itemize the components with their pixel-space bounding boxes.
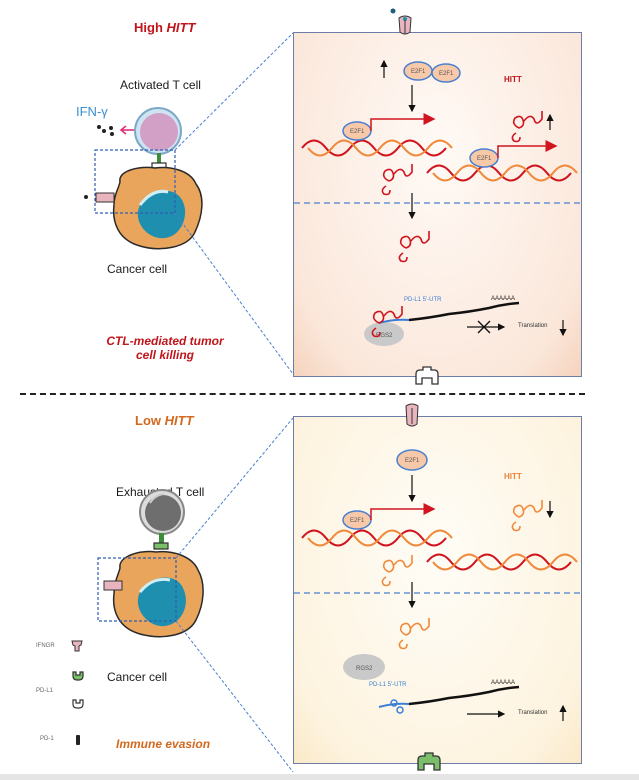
zoom-line-bottom-lower <box>175 620 294 773</box>
hitt-rna-icon <box>381 555 413 587</box>
hitt-rna-icon <box>511 500 543 532</box>
hitt-rna-icon <box>511 111 543 143</box>
title-gene: HITT <box>166 20 196 35</box>
dna-helix-icon <box>301 139 453 157</box>
bottom-border <box>0 774 639 780</box>
top-cell-illustration <box>84 32 294 375</box>
cancer-cell-label-bottom: Cancer cell <box>107 670 168 684</box>
e2f1-label: E2F1 <box>350 129 365 135</box>
zoom-region-bottom <box>97 557 177 622</box>
ifngr-receptor-top-icon <box>405 403 419 427</box>
cancer-cell-icon <box>112 550 204 638</box>
e2f1-label: E2F1 <box>477 156 492 162</box>
ifn-gamma-label: IFN-γ <box>76 104 108 119</box>
high-hitt-title: High HITT <box>134 20 195 35</box>
exhausted-t-cell-icon <box>139 489 185 535</box>
legend-label-ifngr: IFNGR <box>36 643 55 649</box>
zoom-line-bottom-upper <box>175 417 294 559</box>
legend-pd-1-icon <box>76 735 80 745</box>
utr-label-bottom: PD-L1 5'-UTR <box>369 682 407 688</box>
translation-label-bottom: Translation <box>518 710 548 716</box>
title-prefix: High <box>134 20 163 35</box>
e2f1-monomer-icon <box>396 449 428 471</box>
bottom-cell-illustration <box>71 417 294 773</box>
rgs2-protein-icon <box>364 322 404 346</box>
legend-label-pd-l1: PD-L1 <box>36 688 54 694</box>
translation-label-top: Translation <box>518 323 548 329</box>
bottom-mechanism-panel: E2F1 E2F1 RGS2 HITT PD-L1 <box>293 416 582 764</box>
cancer-cell-label-top: Cancer cell <box>107 262 168 276</box>
activated-t-cell-label: Activated T cell <box>120 78 201 92</box>
section-divider <box>20 393 585 395</box>
ctl-killing-outcome: CTL-mediated tumor cell killing <box>90 334 240 362</box>
zoom-line-top-lower <box>174 212 294 375</box>
e2f1-dimer-icon <box>403 61 461 83</box>
e2f1-label: E2F1 <box>411 69 426 75</box>
low-hitt-title: Low HITT <box>135 413 194 428</box>
immune-evasion-outcome: Immune evasion <box>116 737 211 751</box>
e2f1-label: E2F1 <box>439 71 454 77</box>
transcription-arrow-icon <box>370 113 436 131</box>
dna-helix-icon <box>301 529 453 547</box>
zoom-line-top-upper <box>174 32 294 151</box>
ifngr-receptor-icon <box>95 192 115 203</box>
polya-label-top: AAAAAA <box>491 296 516 302</box>
activated-t-cell-icon <box>134 107 182 155</box>
rgs2-label: RGS2 <box>376 333 393 339</box>
dna-helix-icon <box>426 164 578 182</box>
rgs2-label: RGS2 <box>356 666 373 672</box>
e2f1-label: E2F1 <box>405 458 420 464</box>
hitt-label-top: HITT <box>504 75 522 84</box>
transcription-arrow-icon <box>497 140 558 158</box>
transcription-arrow-icon <box>370 503 436 520</box>
e2f1-label: E2F1 <box>350 518 365 524</box>
title-gene: HITT <box>164 413 194 428</box>
mrna-strand-icon <box>408 301 520 322</box>
legend-ifngr-icon <box>71 640 83 652</box>
ifngr-receptor-icon <box>103 580 123 591</box>
legend-pd-l1-icon <box>72 699 84 709</box>
top-mechanism-panel: E2F1 E2F1 E2F1 E2F1 <box>293 32 582 377</box>
cancer-cell-icon <box>112 166 203 250</box>
dna-helix-icon <box>426 553 578 571</box>
bottom-mechanism-drawing: E2F1 E2F1 RGS2 <box>294 449 581 721</box>
zoom-region-top <box>94 149 176 214</box>
pd-l1-membrane-icon <box>415 366 439 385</box>
pd-l1-bound-icon <box>153 542 169 550</box>
hitt-rna-icon <box>371 306 403 338</box>
utr-label-top: PD-L1 5'-UTR <box>404 297 442 303</box>
top-mechanism-drawing: E2F1 E2F1 E2F1 E2F1 <box>294 59 581 346</box>
mrna-strand-icon <box>408 685 520 706</box>
title-prefix: Low <box>135 413 161 428</box>
outcome-line-1: CTL-mediated tumor <box>106 334 224 348</box>
hitt-label-bottom: HITT <box>504 472 522 481</box>
pd-1-icon <box>159 533 164 543</box>
pd-l1-membrane-icon <box>417 752 441 771</box>
hitt-rna-icon <box>398 231 430 263</box>
blocked-x-icon <box>477 320 491 334</box>
legend-label-pd-1: PD-1 <box>40 736 54 742</box>
ifn-gamma-molecules-icon <box>97 125 114 136</box>
hitt-rna-icon <box>381 164 413 196</box>
legend-pd-l1-bound-icon <box>72 671 84 681</box>
ifngr-receptor-top-icon <box>390 8 412 35</box>
polya-label-bottom: AAAAAA <box>491 680 516 686</box>
pd-l1-utr-icon <box>378 702 410 708</box>
pd-1-icon <box>157 153 161 163</box>
rgs2-protein-icon <box>343 654 385 680</box>
outcome-line-2: cell killing <box>135 348 195 362</box>
hitt-rna-icon <box>398 618 430 650</box>
